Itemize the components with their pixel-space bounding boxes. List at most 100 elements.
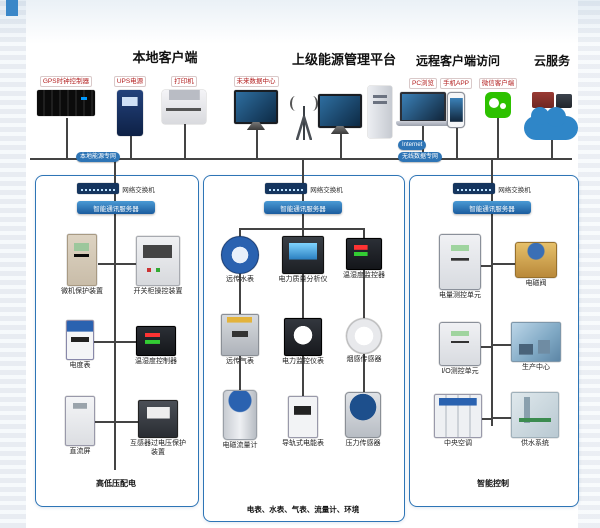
smoke-sensor-icon (346, 318, 382, 354)
protection-relay-icon (67, 234, 97, 286)
ups-device: UPS电源 (106, 76, 154, 136)
switch-row-col1: 网络交换机 (52, 183, 180, 194)
ups-label: UPS电源 (113, 76, 147, 87)
comm-server-col2: 智能通讯服务器 (264, 201, 342, 214)
printer-label: 打印机 (171, 76, 197, 87)
panel-footer-col1: 高低压配电 (96, 479, 136, 488)
device-remote-gas-meter: 远传气表 (214, 314, 266, 367)
connector-line (491, 194, 493, 202)
device-temp-humidity-monitor: 温湿度监控器 (334, 238, 394, 281)
datacenter-device: 未来数据中心 (228, 76, 284, 124)
flowmeter-icon (223, 390, 257, 440)
device-smoke-sensor: 烟感传感器 (336, 318, 392, 365)
trunk-line-col3 (491, 214, 493, 426)
switch-row-col2: 网络交换机 (240, 183, 368, 194)
network-switch-label: 网络交换机 (122, 186, 155, 194)
chiller-icon (434, 394, 482, 438)
device-label: 供水系统 (521, 440, 549, 447)
connector-line (114, 160, 116, 186)
server-tower-icon (368, 86, 392, 138)
device-water-supply-system: 供水系统 (504, 392, 566, 449)
main-network-bus (30, 158, 572, 160)
device-switchgear-control: 开关柜操控装置 (122, 236, 194, 297)
water-meter-icon (221, 236, 259, 274)
device-label: 电量测控单元 (439, 292, 481, 299)
device-pressure-sensor: 压力传感器 (334, 392, 392, 449)
background-buildings-left (0, 0, 26, 528)
network-switch-label: 网络交换机 (310, 186, 343, 194)
mobile-app-device: 手机APP (438, 78, 474, 128)
device-label: 生产中心 (522, 364, 550, 371)
connector-line (493, 344, 511, 346)
device-temp-humidity-controller: 温湿度控制器 (120, 326, 192, 367)
connector-line (302, 194, 304, 202)
connector-line (456, 118, 458, 158)
radio-wave-left (290, 96, 301, 111)
wechat-client-device: 微信客户端 (476, 78, 520, 118)
device-label: 导轨式电能表 (282, 440, 324, 447)
ups-icon (117, 90, 143, 136)
network-switch-icon (453, 183, 496, 194)
gps-clock-icon (37, 90, 95, 116)
connector-line (481, 265, 493, 267)
device-central-air-conditioning: 中央空调 (422, 394, 494, 449)
connector-line (184, 118, 186, 158)
cloud-service-group (524, 92, 582, 144)
device-production-center: 生产中心 (506, 322, 566, 373)
device-label: 直流屏 (69, 448, 91, 455)
datacenter-monitor-icon (234, 90, 278, 124)
connector-line (94, 341, 114, 343)
io-control-unit-icon (439, 322, 481, 366)
connector-line (482, 418, 493, 420)
device-micro-protection: 微机保护装置 (50, 234, 114, 297)
device-label: 压力传感器 (345, 440, 381, 447)
device-din-rail-meter: 导轨式电能表 (272, 396, 334, 449)
connector-line (116, 421, 138, 423)
device-power-quality-analyzer: 电力质量分析仪 (270, 236, 336, 285)
solenoid-valve-icon (515, 242, 557, 278)
comm-server-col1: 智能通讯服务器 (77, 201, 155, 214)
section-title-local-client: 本地客户端 (132, 50, 198, 65)
network-switch-icon (265, 183, 308, 194)
gps-clock-label: GPS时钟控制器 (39, 76, 93, 87)
datacenter-label: 未来数据中心 (233, 76, 279, 87)
pc-browse-label: PC浏览 (408, 78, 438, 89)
connector-line (116, 263, 136, 265)
gas-meter-icon (221, 314, 259, 356)
device-label: 中央空调 (444, 440, 472, 447)
production-center-photo (511, 322, 561, 362)
connector-line (95, 421, 114, 423)
connector-line (116, 341, 136, 343)
background-corner-square (6, 0, 18, 16)
device-dc-panel: 直流屏 (48, 396, 112, 457)
device-ct-overvoltage-protector: 互感器过电压保护装置 (120, 400, 196, 458)
connector-line (98, 263, 114, 265)
laptop-icon (396, 92, 450, 126)
gps-clock-device: GPS时钟控制器 (34, 76, 98, 116)
platform-server-tower (366, 86, 394, 138)
connector-line (302, 214, 304, 228)
device-power-monitor-meter: 电力监控仪表 (272, 318, 334, 367)
device-label: 温湿度监控器 (343, 272, 385, 279)
network-label-local: 本地能源专网 (76, 152, 121, 162)
network-label-wireless: 无线数据专网 (398, 152, 443, 162)
device-label: 电力质量分析仪 (278, 276, 328, 283)
connector-line (497, 118, 499, 158)
device-io-control-unit: I/O测控单元 (426, 322, 494, 377)
device-label: 电力监控仪表 (282, 358, 324, 365)
cloud-icon (524, 107, 578, 140)
device-label: 电磁阀 (525, 280, 547, 287)
wechat-icon (485, 92, 511, 118)
measure-control-unit-icon (439, 234, 481, 290)
connector-line (130, 118, 132, 158)
background-sky-band (0, 0, 600, 44)
device-power-measure-control-unit: 电量测控单元 (426, 234, 494, 301)
antenna-mast (303, 106, 305, 140)
connector-line (340, 118, 342, 158)
panel-footer-col3: 智能控制 (477, 479, 509, 488)
connector-line (66, 118, 68, 158)
trunk-line-col1 (114, 214, 116, 470)
device-remote-water-meter: 远传水表 (212, 236, 268, 285)
section-title-energy-platform: 上级能源管理平台 (291, 52, 396, 67)
